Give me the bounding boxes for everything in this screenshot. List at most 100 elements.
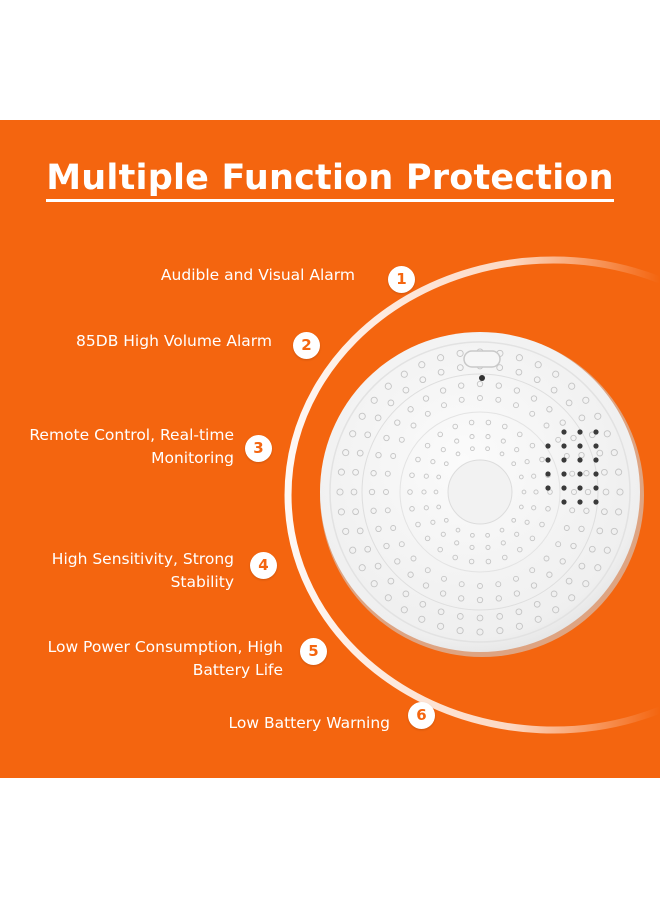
speaker-hole xyxy=(545,485,551,491)
detector-vent-hole xyxy=(350,488,358,496)
detector-vent-hole xyxy=(384,594,392,602)
speaker-hole xyxy=(561,471,567,477)
detector-vent-hole xyxy=(409,472,415,478)
detector-vent-hole xyxy=(559,558,566,565)
detector-vent-hole xyxy=(513,402,519,409)
detector-vent-hole xyxy=(394,419,401,426)
speaker-hole xyxy=(593,443,599,449)
detector-vent-hole xyxy=(349,430,357,438)
detector-vent-hole xyxy=(400,370,408,378)
detector-vent-hole xyxy=(358,564,366,572)
detector-vent-hole xyxy=(565,577,573,585)
detector-vent-hole xyxy=(514,447,520,453)
detector-vent-hole xyxy=(530,395,538,402)
speaker-hole xyxy=(577,429,583,435)
detector-vent-hole xyxy=(336,488,344,496)
detector-vent-hole xyxy=(583,507,590,514)
detector-vent-hole xyxy=(441,402,447,409)
feature-number-badge-5: 5 xyxy=(300,638,327,665)
detector-vent-hole xyxy=(398,436,405,443)
detector-vent-hole xyxy=(375,525,382,533)
detector-vent-hole xyxy=(546,571,553,578)
detector-vent-hole xyxy=(495,396,502,403)
detector-vent-hole xyxy=(596,527,604,535)
detector-vent-hole xyxy=(421,489,427,495)
detector-vent-hole xyxy=(603,430,611,438)
detector-vent-hole xyxy=(455,527,461,533)
detector-vent-hole xyxy=(496,364,504,371)
detector-vent-hole xyxy=(469,544,475,550)
detector-vent-hole xyxy=(458,595,465,602)
detector-vent-hole xyxy=(524,519,530,525)
detector-vent-hole xyxy=(518,474,524,480)
speaker-hole xyxy=(561,443,567,449)
detector-vent-hole xyxy=(568,594,576,602)
detector-vent-hole xyxy=(437,622,445,630)
detector-vent-hole xyxy=(533,600,541,608)
detector-vent-hole xyxy=(443,461,449,467)
detector-vent-hole xyxy=(374,562,382,570)
detector-vent-hole xyxy=(407,406,414,413)
detector-vent-hole xyxy=(610,527,618,535)
detector-vent-hole xyxy=(539,521,545,528)
detector-vent-hole xyxy=(584,488,592,496)
detector-vent-hole xyxy=(436,474,442,480)
detector-vent-hole xyxy=(565,399,573,407)
detector-vent-hole xyxy=(515,368,523,376)
detector-vent-hole xyxy=(578,414,586,422)
detector-vent-hole xyxy=(437,608,445,616)
detector-vent-hole xyxy=(524,459,530,465)
detector-vent-hole xyxy=(430,519,436,525)
detector-vent-hole xyxy=(398,541,405,548)
detector-vent-hole xyxy=(583,470,590,477)
detector-vent-hole xyxy=(342,527,350,535)
speaker-hole xyxy=(577,471,583,477)
detector-vent-hole xyxy=(615,468,623,476)
detector-vent-hole xyxy=(610,449,618,457)
page-title: Multiple Function Protection xyxy=(0,158,660,202)
speaker-hole xyxy=(545,471,551,477)
promo-panel: Multiple Function Protection xyxy=(0,120,660,778)
detector-vent-hole xyxy=(594,412,602,420)
detector-vent-hole xyxy=(513,575,519,582)
detector-vent-hole xyxy=(594,564,602,572)
speaker-hole xyxy=(593,429,599,435)
detector-vent-hole xyxy=(500,438,506,444)
feature-number-badge-4: 4 xyxy=(250,552,277,579)
smoke-detector-icon xyxy=(320,332,644,657)
speaker-hole xyxy=(561,429,567,435)
detector-vent-hole xyxy=(415,456,421,463)
detector-vent-hole xyxy=(470,446,475,452)
detector-vent-hole xyxy=(437,354,445,362)
detector-vent-hole xyxy=(387,399,395,407)
detector-vent-hole xyxy=(452,423,458,430)
detector-vent-hole xyxy=(456,349,464,357)
speaker-hole xyxy=(577,485,583,491)
detector-vent-hole xyxy=(458,396,465,403)
detector-vent-hole xyxy=(485,558,492,565)
feature-label-6: Low Battery Warning xyxy=(228,714,390,732)
detector-vent-hole xyxy=(469,434,475,440)
detector-vent-hole xyxy=(533,376,541,384)
detector-vent-hole xyxy=(518,504,524,510)
detector-vent-hole xyxy=(455,451,461,457)
detector-vent-hole xyxy=(515,354,523,362)
detector-vent-hole xyxy=(407,571,414,578)
detector-vent-hole xyxy=(529,567,536,574)
detector-vent-hole xyxy=(563,453,570,459)
detector-vent-hole xyxy=(370,507,377,514)
detector-vent-hole xyxy=(456,613,464,620)
detector-vent-hole xyxy=(437,431,443,438)
detector-vent-hole xyxy=(383,434,390,442)
detector-vent-hole xyxy=(588,431,596,439)
detector-vent-hole xyxy=(410,422,417,429)
detector-vent-hole xyxy=(485,532,490,538)
detector-vent-hole xyxy=(539,456,545,463)
speaker-hole xyxy=(561,485,567,491)
detector-vent-hole xyxy=(511,517,517,523)
detector-vent-hole xyxy=(415,521,421,528)
detector-vent-hole xyxy=(502,423,508,430)
detector-vent-hole xyxy=(394,558,401,565)
